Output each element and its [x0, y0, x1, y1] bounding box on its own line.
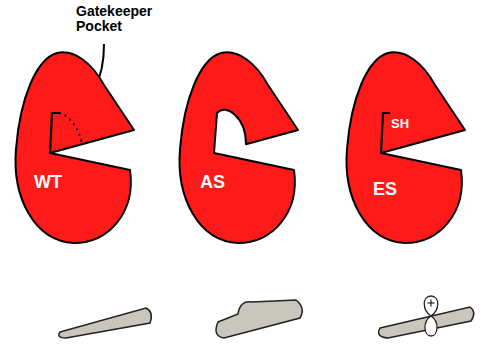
- pocket-outline: [59, 113, 82, 144]
- kinase-shape: AS: [176, 45, 301, 245]
- orbital-symbol: [424, 296, 438, 336]
- gatekeeper-wall: [50, 113, 59, 153]
- gatekeeper-wall: [381, 113, 390, 153]
- kinase-body: [347, 52, 465, 243]
- kinase-shape: WT: [12, 45, 137, 245]
- variant-label: WT: [34, 173, 62, 193]
- kinase-body: [16, 52, 134, 243]
- callout-label: Gatekeeper Pocket: [76, 4, 162, 35]
- ligand-bulky-shape: [216, 300, 302, 338]
- kinase-outline: [12, 45, 137, 245]
- kinase-body: [180, 52, 298, 243]
- kinase-outline: [176, 45, 301, 245]
- variant-label: AS: [200, 173, 225, 193]
- ligand-shape: [59, 308, 151, 338]
- variant-label: ES: [373, 180, 397, 200]
- kinase-outline: [343, 45, 468, 245]
- kinase-shape: SH ES: [343, 45, 468, 245]
- residue-label: SH: [391, 117, 409, 131]
